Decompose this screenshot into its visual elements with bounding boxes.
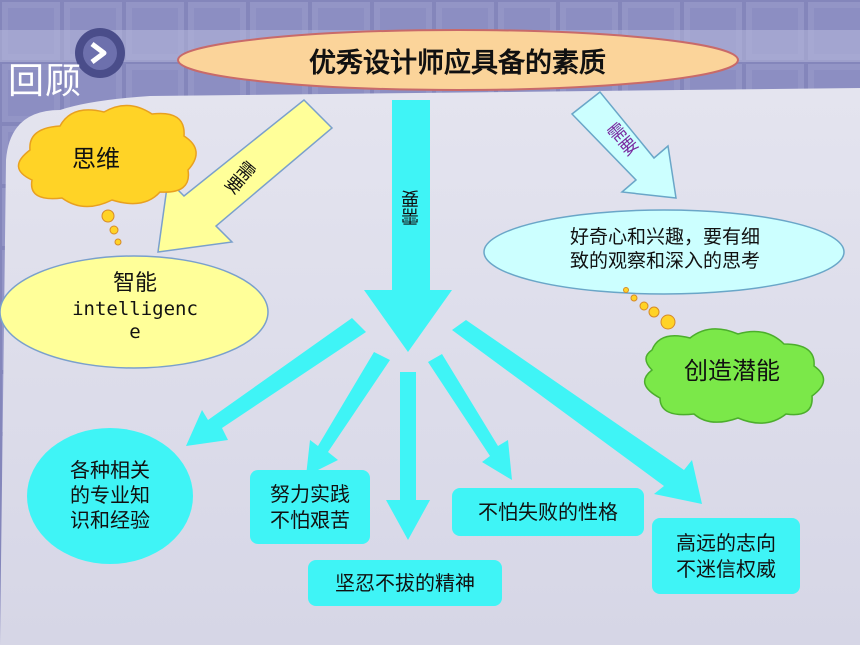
curiosity-ellipse (483, 209, 845, 295)
title-ellipse (177, 29, 739, 91)
perseverance-line1: 坚忍不拔的精神 (335, 571, 475, 595)
failure-line1: 不怕失败的性格 (478, 500, 618, 524)
arrow-to-failure (428, 354, 512, 480)
review-label: 回顾 (8, 61, 83, 102)
ambition-box: 高远的志向 不迷信权威 (652, 518, 800, 594)
arrow-to-practice (306, 352, 390, 476)
intelligence-line1: 智能 (112, 271, 157, 296)
knowledge-text: 各种相关 的专业知 识和经验 (60, 458, 160, 533)
curiosity-line2: 致的观察和深入的思考 (569, 249, 760, 272)
center-arrow (364, 100, 452, 352)
knowledge-line2: 的专业知 (70, 483, 150, 507)
center-arrow-label: 需要 (401, 190, 422, 226)
thinking-cloud (17, 104, 197, 208)
knowledge-line3: 识和经验 (70, 508, 150, 532)
ambition-line1: 高远的志向 (676, 531, 776, 555)
ambition-line2: 不迷信权威 (676, 557, 776, 581)
intelligence-line3: e (129, 321, 141, 344)
intelligence-text: 智能 intelligenc e (30, 270, 240, 345)
practice-line1: 努力实践 (270, 482, 350, 506)
failure-box: 不怕失败的性格 (452, 488, 644, 536)
thinking-cloud-label: 思维 (72, 145, 120, 173)
curiosity-text: 好奇心和兴趣，要有细 致的观察和深入的思考 (520, 226, 810, 274)
knowledge-line1: 各种相关 (70, 458, 150, 482)
creativity-cloud (643, 328, 825, 424)
curiosity-line1: 好奇心和兴趣，要有细 (569, 226, 760, 248)
page-title: 优秀设计师应具备的素质 (309, 47, 606, 79)
nav-arrow-icon (90, 42, 107, 64)
arrow-to-knowledge (186, 318, 366, 446)
practice-line2: 不怕艰苦 (270, 508, 350, 532)
arrow-to-ambition (452, 320, 702, 504)
arrow-to-perseverance (386, 372, 430, 540)
perseverance-box: 坚忍不拔的精神 (308, 560, 502, 606)
right-arrow (570, 90, 677, 199)
knowledge-ellipse (27, 428, 193, 564)
creativity-cloud-label: 创造潜能 (684, 357, 780, 385)
practice-box: 努力实践 不怕艰苦 (250, 470, 370, 544)
intelligence-ellipse (0, 255, 269, 369)
left-arrow (157, 98, 334, 253)
intelligence-line2: intelligenc (72, 297, 198, 320)
